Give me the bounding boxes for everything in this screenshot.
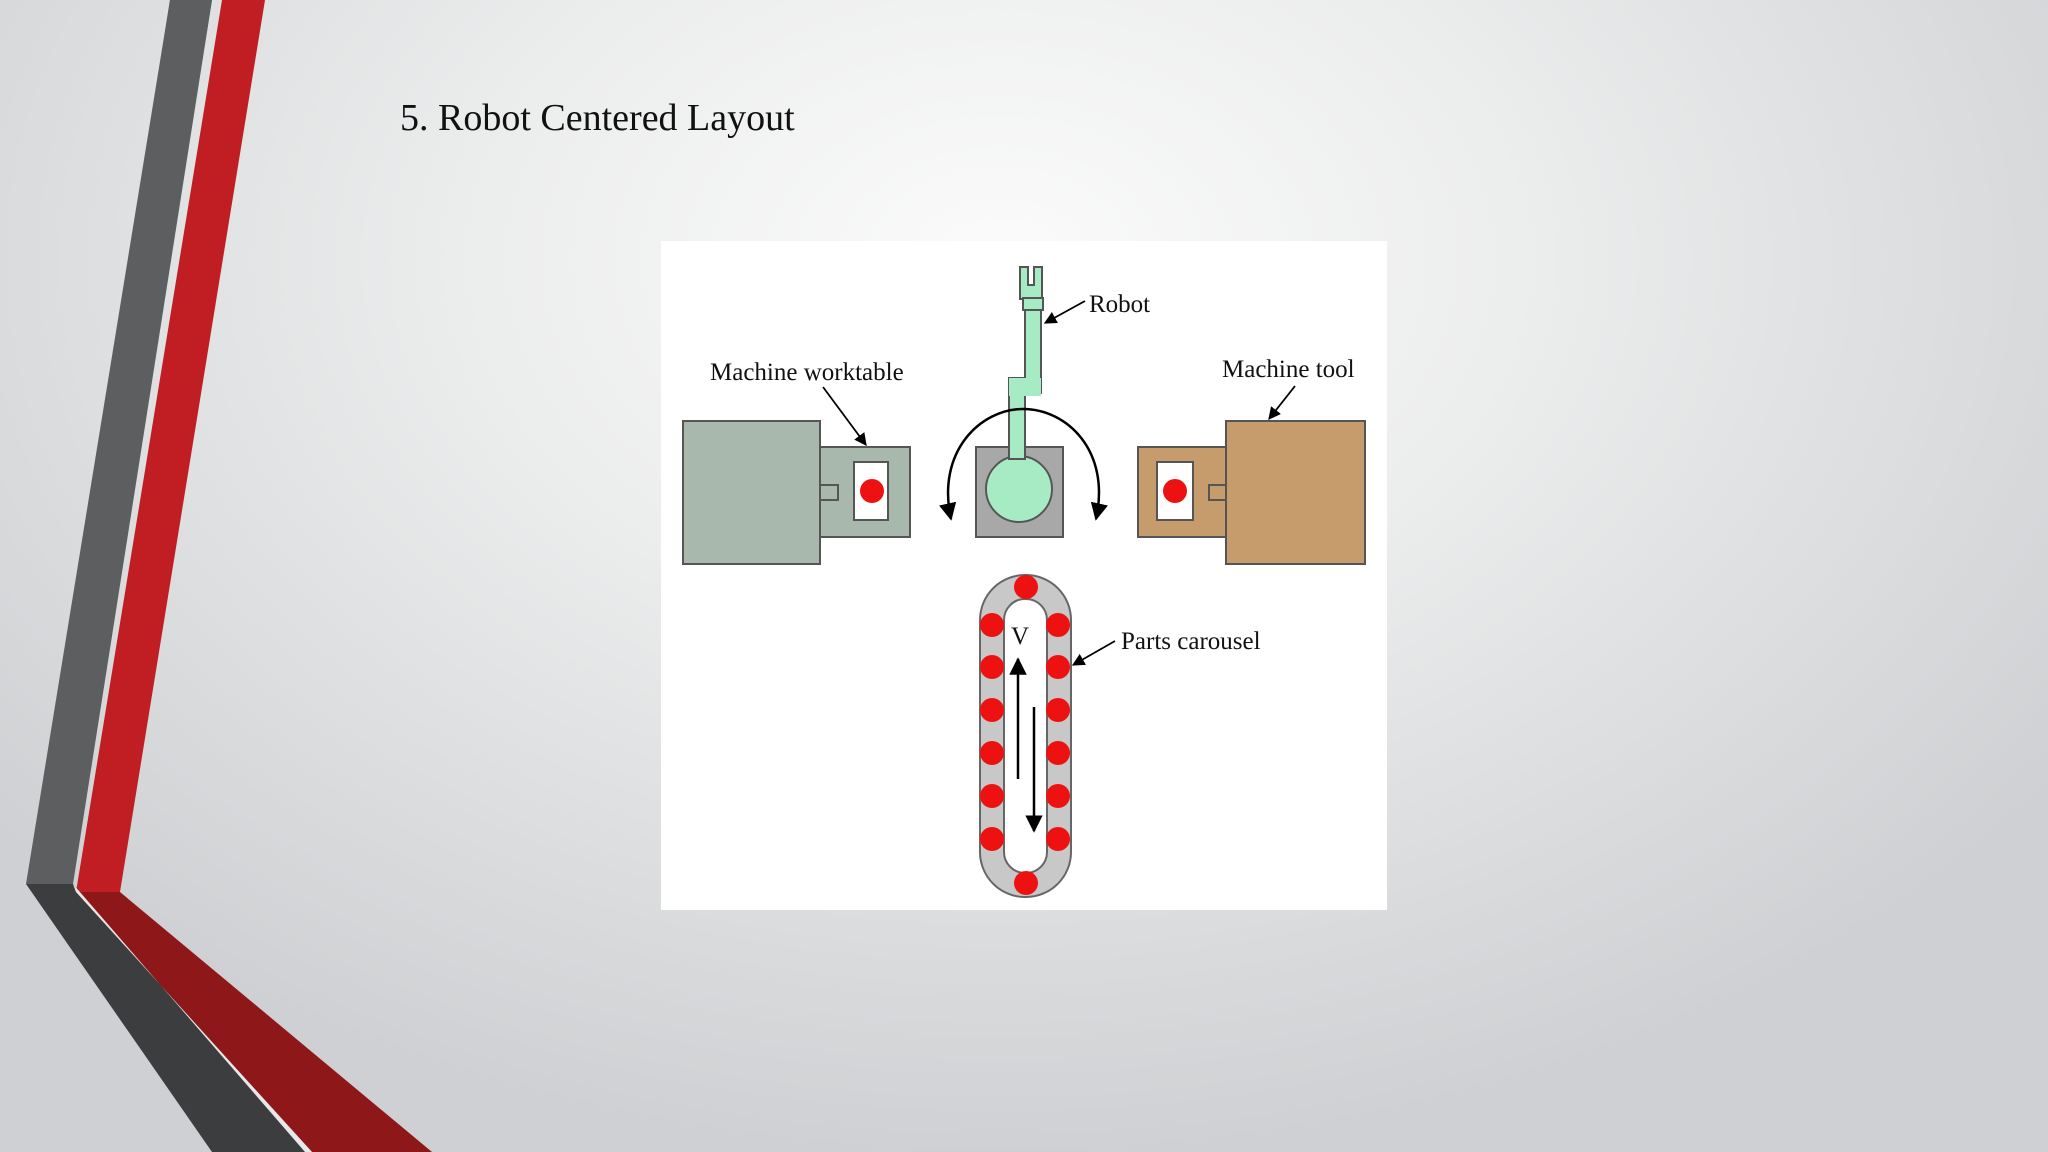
robot-gripper <box>1019 266 1043 300</box>
parts-carousel-leader <box>1071 640 1116 666</box>
carousel-part <box>980 827 1004 851</box>
red-stripe-lower <box>76 892 432 1152</box>
machine-tool-body <box>1225 420 1366 565</box>
robot-elbow <box>1009 378 1041 396</box>
robot-rotation-arrow <box>939 407 1108 521</box>
robot <box>939 266 1108 538</box>
red-stripe-main <box>76 0 265 892</box>
machine-tool-label: Machine tool <box>1222 356 1355 383</box>
robot-label: Robot <box>1089 291 1150 318</box>
carousel-part <box>980 613 1004 637</box>
machine-tool <box>1137 420 1366 565</box>
worktable-part <box>860 479 884 503</box>
machine-tool-part <box>1163 479 1187 503</box>
carousel-part <box>980 655 1004 679</box>
worktable-fixture <box>819 484 839 501</box>
carousel-part <box>980 698 1004 722</box>
parts-carousel-label: Parts carousel <box>1121 628 1261 655</box>
carousel-part <box>1046 698 1070 722</box>
machine-tool-leader <box>1268 385 1296 420</box>
robot-wrist <box>1022 297 1044 311</box>
machine-worktable-leader <box>822 386 867 447</box>
robot-leader <box>1043 300 1086 324</box>
machine-worktable <box>682 420 911 565</box>
carousel-part <box>1046 655 1070 679</box>
carousel-part <box>980 784 1004 808</box>
carousel-part <box>1046 827 1070 851</box>
robot-body <box>985 455 1053 523</box>
diagram-canvas: V Robot Machine worktable Machine tool P… <box>682 266 1366 898</box>
carousel-part <box>1014 871 1038 895</box>
velocity-label: V <box>1011 623 1029 650</box>
slide-title: 5. Robot Centered Layout <box>400 97 795 139</box>
parts-carousel: V <box>979 574 1072 898</box>
carousel-part <box>1046 741 1070 765</box>
machine-worktable-label: Machine worktable <box>710 359 904 386</box>
carousel-parts <box>980 575 1070 895</box>
carousel-part <box>1046 784 1070 808</box>
carousel-part <box>980 741 1004 765</box>
worktable-machine-body <box>682 420 821 565</box>
robot-layout-diagram: V Robot Machine worktable Machine tool P… <box>661 241 1387 910</box>
machine-tool-fixture <box>1208 484 1227 501</box>
gray-stripe-lower <box>26 884 310 1152</box>
carousel-part <box>1046 613 1070 637</box>
carousel-part <box>1014 575 1038 599</box>
gray-stripe-main <box>26 0 212 884</box>
